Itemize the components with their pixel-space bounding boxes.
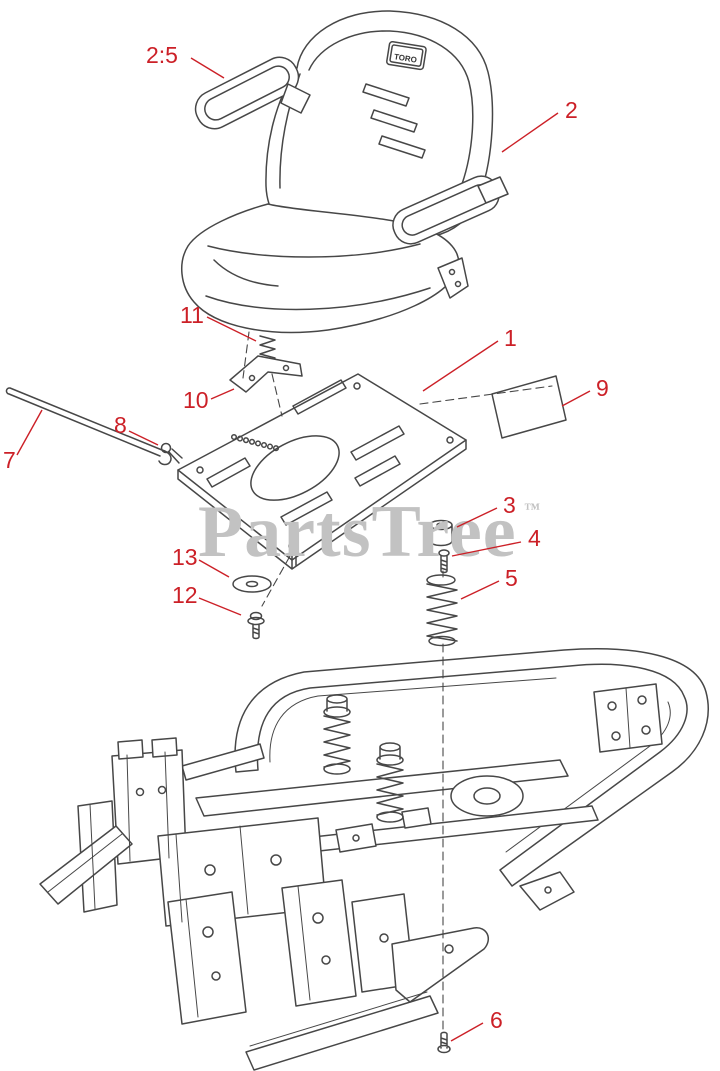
- leader-line: [561, 390, 591, 407]
- callout-label: 12: [172, 582, 198, 608]
- callout-label: 6: [490, 1007, 503, 1033]
- frame-rail: [234, 648, 709, 887]
- watermark-tm: ™: [524, 501, 540, 518]
- bushing: [429, 519, 453, 547]
- seat-plate-oval-hole: [250, 435, 340, 501]
- retainer-pin: [160, 442, 183, 464]
- frame-hole-outer: [450, 775, 524, 817]
- seat-assembly-drawing: TORO: [5, 10, 709, 1071]
- seat-spring-front: [426, 574, 458, 647]
- frame-detail-lines: [47, 687, 631, 1047]
- seat-hinge-bracket: [437, 257, 469, 299]
- leader-line: [206, 316, 257, 342]
- callout-label: 13: [172, 544, 198, 570]
- callout-label: 8: [114, 412, 127, 438]
- leader-line: [451, 541, 522, 557]
- right-armrest-mount: [477, 176, 509, 204]
- frame-spring-right: [376, 742, 404, 823]
- frame-spring-left: [323, 694, 351, 775]
- frame-bolt: [437, 1031, 451, 1054]
- callout-11[interactable]: 11: [180, 302, 257, 342]
- leader-line: [210, 388, 235, 400]
- callout-label: 2:5: [146, 42, 178, 68]
- callout-label: 10: [183, 387, 209, 413]
- callout-label: 7: [3, 447, 16, 473]
- callout-label: 9: [596, 375, 609, 401]
- pivot-bracket-2: [281, 879, 357, 1007]
- leader-line: [198, 559, 230, 578]
- callout-label: 2: [565, 97, 578, 123]
- adjustment-rod: [5, 387, 172, 466]
- callout-label: 5: [505, 565, 518, 591]
- mount-bolt: [247, 611, 265, 640]
- seat-plate-holes: [196, 382, 454, 550]
- callout-label: 1: [504, 325, 517, 351]
- callout-8[interactable]: 8: [114, 412, 159, 446]
- seat-switch-bracket: [229, 355, 303, 393]
- callout-5[interactable]: 5: [460, 565, 518, 600]
- left-armrest-pad: [194, 56, 300, 130]
- carriage-bolt: [438, 549, 450, 574]
- callout-1[interactable]: 1: [422, 325, 517, 392]
- washer: [232, 575, 272, 593]
- pivot-bracket-1: [167, 891, 247, 1025]
- leader-line: [198, 597, 242, 616]
- leader-line: [450, 1022, 484, 1042]
- callout-6[interactable]: 6: [450, 1007, 503, 1042]
- watermark-text: PartsTree: [198, 491, 517, 573]
- leader-line: [16, 409, 43, 456]
- frame-connector: [181, 743, 265, 781]
- seat-switch-bracket-holes: [248, 364, 290, 382]
- front-rail: [245, 995, 439, 1071]
- frame: [39, 648, 709, 1071]
- frame-holes: [135, 695, 651, 981]
- callout-7[interactable]: 7: [3, 409, 43, 473]
- toro-badge-label: TORO: [393, 52, 417, 64]
- leader-line: [190, 57, 225, 79]
- assembly-centerlines: [242, 331, 553, 1035]
- left-bracket-tabs: [117, 737, 178, 760]
- left-armrest-pad-inner: [204, 65, 290, 121]
- seat-switch-spring: [259, 335, 276, 359]
- left-wing: [39, 825, 133, 905]
- frame-hole-inner: [473, 787, 501, 805]
- leader-line: [128, 430, 159, 446]
- seat: TORO: [181, 10, 509, 334]
- callout-2[interactable]: 2: [501, 97, 578, 153]
- toro-badge: TORO: [386, 41, 427, 71]
- callout-12[interactable]: 12: [172, 582, 242, 616]
- seat-plate-slots: [206, 379, 405, 526]
- latch-bracket: [335, 823, 377, 853]
- seat-hinge-holes: [448, 268, 462, 288]
- seat-plate: [177, 373, 467, 570]
- left-armrest-mount: [280, 83, 311, 114]
- right-foot: [519, 871, 575, 911]
- callout-label: 11: [180, 302, 204, 328]
- leader-line: [456, 507, 498, 528]
- callouts: 2:5 2 11 10 1 9 7 8: [3, 42, 609, 1042]
- decal: [491, 375, 567, 439]
- callout-10[interactable]: 10: [183, 387, 235, 413]
- seat-plate-edges: [177, 439, 467, 570]
- mount-tab: [401, 807, 432, 829]
- callout-9[interactable]: 9: [561, 375, 609, 407]
- callout-label: 3: [503, 492, 516, 518]
- seat-cushion-contours: [205, 243, 431, 311]
- leader-line: [501, 112, 559, 153]
- leader-line: [460, 580, 500, 600]
- callout-4[interactable]: 4: [451, 525, 541, 557]
- backrest-vents: [362, 83, 426, 159]
- callout-13[interactable]: 13: [172, 544, 230, 578]
- callout-3[interactable]: 3: [456, 492, 516, 528]
- foot-plate: [391, 927, 489, 1003]
- callout-label: 4: [528, 525, 541, 551]
- callout-2-5[interactable]: 2:5: [146, 42, 225, 79]
- leader-line: [422, 340, 499, 392]
- toro-badge-inner: [389, 44, 424, 67]
- left-armrest: [194, 56, 300, 130]
